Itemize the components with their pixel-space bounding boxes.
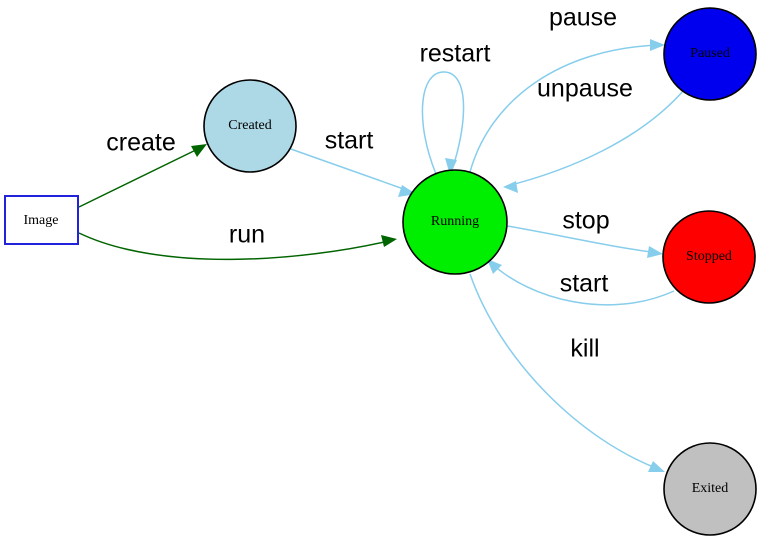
node-stopped-label: Stopped: [686, 249, 732, 264]
edge-kill-arrowhead: [648, 461, 665, 472]
edge-run: [78, 232, 397, 261]
edge-unpause: [503, 89, 685, 193]
edge-label-create: create: [106, 129, 175, 157]
edge-start-created-path: [287, 147, 413, 193]
node-stopped-shape[interactable]: [662, 210, 756, 304]
node-paused-label: Paused: [690, 46, 730, 61]
node-exited-label: Exited: [692, 481, 729, 496]
node-stopped[interactable]: Stopped: [662, 210, 756, 304]
node-image[interactable]: Image: [4, 195, 79, 245]
node-exited-shape[interactable]: [663, 442, 757, 536]
edge-create: [78, 144, 207, 208]
node-paused-shape[interactable]: [663, 7, 757, 101]
edge-pause-path: [469, 44, 662, 173]
edge-run-path: [78, 232, 394, 261]
edge-pause: [469, 39, 665, 173]
edge-restart-arrowhead: [445, 158, 457, 175]
edge-kill: [469, 273, 665, 472]
edge-restart-path: [421, 71, 465, 175]
edge-unpause-path: [506, 89, 685, 187]
edge-pause-arrowhead: [650, 39, 665, 51]
node-image-shape[interactable]: [4, 195, 79, 245]
node-exited[interactable]: Exited: [663, 442, 757, 536]
edge-stop-arrowhead: [647, 246, 663, 258]
edge-label-kill: kill: [570, 335, 599, 363]
node-image-label: Image: [24, 213, 59, 228]
edge-label-stop: stop: [562, 207, 609, 235]
node-running-label: Running: [431, 214, 479, 229]
node-created-label: Created: [228, 118, 272, 133]
node-created[interactable]: Created: [203, 79, 297, 173]
edge-label-start-stopped: start: [560, 270, 609, 298]
edge-start-stopped-path: [489, 261, 675, 306]
node-running[interactable]: Running: [402, 169, 508, 275]
edge-create-path: [78, 145, 205, 208]
edge-start-stopped: [487, 259, 675, 306]
edge-label-run: run: [229, 221, 265, 249]
edge-unpause-arrowhead: [503, 181, 518, 193]
edge-label-pause: pause: [549, 4, 617, 32]
edge-start-created: [287, 147, 416, 197]
edge-run-arrowhead: [381, 235, 397, 247]
edge-label-start-created: start: [325, 127, 374, 155]
node-created-shape[interactable]: [203, 79, 297, 173]
edge-restart: [421, 71, 465, 175]
edge-start-stopped-arrowhead: [487, 259, 502, 274]
edge-label-unpause: unpause: [537, 75, 633, 103]
edge-stop: [506, 225, 663, 258]
edge-create-arrowhead: [191, 144, 207, 157]
edge-label-restart: restart: [420, 40, 491, 68]
edge-kill-path: [469, 273, 662, 471]
node-running-shape[interactable]: [402, 169, 508, 275]
edge-stop-path: [506, 225, 660, 254]
node-paused[interactable]: Paused: [663, 7, 757, 101]
